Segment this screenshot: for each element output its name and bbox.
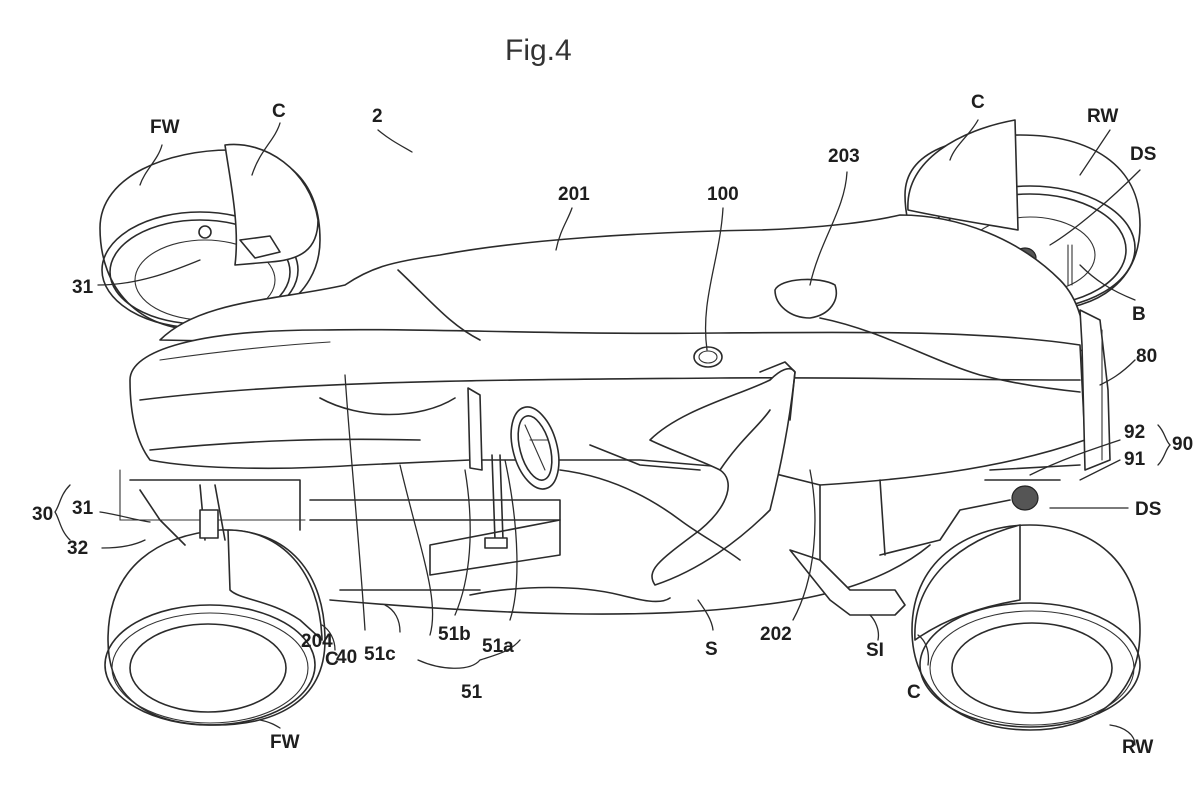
label-31-bottom: 31 (72, 498, 94, 519)
air-intake-203 (774, 278, 837, 319)
label-vehicle-2: 2 (372, 106, 383, 127)
cover-rear-far (907, 119, 1019, 231)
label-rw-top: RW (1087, 106, 1118, 127)
label-90: 90 (1172, 434, 1193, 455)
label-c-rear-top: C (971, 92, 985, 113)
label-31-top: 31 (72, 277, 94, 298)
label-fw-bottom: FW (270, 732, 300, 753)
label-30: 30 (32, 504, 53, 525)
label-202: 202 (760, 624, 792, 645)
cover-front-far (224, 143, 319, 266)
label-80: 80 (1136, 346, 1157, 367)
rear-wheel-near (911, 464, 1141, 731)
label-51c: 51c (364, 644, 396, 665)
label-100: 100 (707, 184, 739, 205)
front-wheel-near (104, 484, 326, 726)
cockpit (467, 361, 796, 603)
label-rw-bottom: RW (1122, 737, 1153, 758)
label-fw-top: FW (150, 117, 180, 138)
figure-title: Fig.4 (505, 34, 572, 67)
reference-labels: 2 FW C 31 201 100 203 C RW DS B 80 92 91… (32, 92, 1193, 758)
sensor-100 (693, 346, 723, 368)
label-ds-bottom: DS (1135, 499, 1161, 520)
vehicle-body (129, 214, 1111, 486)
label-51: 51 (461, 682, 483, 703)
label-51b: 51b (438, 624, 471, 645)
sill-si (789, 549, 906, 616)
frame-40 (119, 469, 931, 615)
label-c-front-top: C (272, 101, 286, 122)
label-si: SI (866, 640, 884, 661)
label-b: B (1132, 304, 1146, 325)
damper-near (1011, 485, 1039, 511)
label-201: 201 (558, 184, 590, 205)
label-40: 40 (336, 647, 357, 668)
label-s: S (705, 639, 718, 660)
cover-front-near (227, 529, 323, 641)
label-91: 91 (1124, 449, 1146, 470)
label-203: 203 (828, 146, 860, 167)
label-204: 204 (301, 631, 333, 652)
label-ds-top: DS (1130, 144, 1156, 165)
label-c-front-bottom: C (325, 649, 339, 670)
rear-block (789, 479, 1011, 616)
label-51a: 51a (482, 636, 514, 657)
label-92: 92 (1124, 422, 1145, 443)
leader-lines (54, 119, 1171, 746)
cover-rear-near (914, 524, 1021, 641)
label-32: 32 (67, 538, 88, 559)
label-c-rear-bottom: C (907, 682, 921, 703)
rear-panel-80 (1079, 309, 1111, 471)
